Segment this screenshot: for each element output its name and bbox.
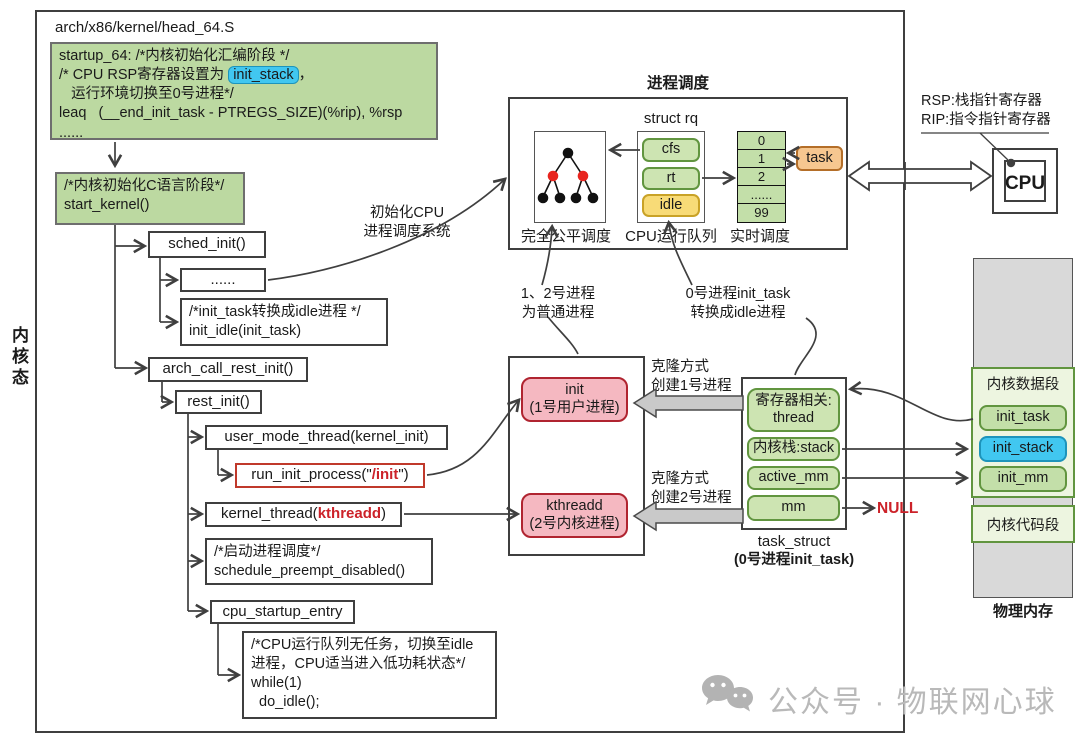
user-mode-thread-box: user_mode_thread(kernel_init)	[205, 425, 448, 450]
init-mm-chip: init_mm	[979, 466, 1067, 492]
mm-field-chip: mm	[747, 495, 840, 521]
queue-cell-99: 99	[737, 203, 786, 223]
idle-label: idle	[659, 196, 683, 213]
queue-cell-0: 0	[737, 131, 786, 151]
init-stack-chip: init_stack	[979, 436, 1067, 462]
init-idle-comment: /*init_task转换成idle进程 */	[189, 304, 361, 320]
asm-line2: /* CPU RSP寄存器设置为 init_stack，	[59, 66, 314, 85]
do-idle-line4: do_idle();	[251, 694, 320, 711]
file-path-title: arch/x86/kernel/head_64.S	[55, 19, 235, 36]
cpu-startup-entry-label: cpu_startup_entry	[222, 602, 343, 620]
wechat-icon	[700, 672, 756, 725]
watermark: 公众号 · 物联网心球	[700, 672, 1057, 725]
user-mode-thread-label: user_mode_thread(kernel_init)	[224, 428, 429, 446]
physical-memory-caption: 物理内存	[992, 603, 1053, 620]
task-chip: task	[796, 146, 843, 171]
schedule-comment: /*启动进程调度*/	[214, 544, 321, 560]
do-idle-box: /*CPU运行队列无任务，切换至idle 进程，CPU适当进入低功耗状态*/ w…	[242, 631, 497, 719]
do-idle-line1: /*CPU运行队列无任务，切换至idle	[251, 637, 474, 653]
kernel-code-segment: 内核代码段	[971, 505, 1075, 543]
cpu-startup-entry-box: cpu_startup_entry	[210, 600, 355, 624]
asm-line1: startup_64: /*内核初始化汇编阶段 */	[59, 48, 290, 64]
asm-line3: 运行环境切换至0号进程*/	[59, 86, 234, 103]
task-struct-caption2: (0号进程init_task)	[733, 552, 855, 568]
queue-cell-2: 2	[737, 167, 786, 187]
struct-rq-label: struct rq	[643, 110, 699, 127]
idle-chip: idle	[642, 194, 700, 217]
kernel-thread-label: kernel_thread(kthreadd)	[220, 505, 387, 523]
run-init-process-box: run_init_process("/init")	[235, 463, 425, 488]
init-task-chip: init_task	[979, 405, 1067, 431]
start-kernel-box: /*内核初始化C语言阶段*/ start_kernel()	[55, 172, 245, 225]
startup64-asm-box: startup_64: /*内核初始化汇编阶段 */ /* CPU RSP寄存器…	[50, 42, 438, 141]
kernel-code-segment-label: 内核代码段	[986, 517, 1060, 534]
kernel-thread-box: kernel_thread(kthreadd)	[205, 502, 402, 527]
arch-call-rest-init-label: arch_call_rest_init()	[162, 360, 294, 378]
thread-field-chip: 寄存器相关:thread	[747, 388, 840, 432]
rest-init-box: rest_init()	[175, 390, 262, 414]
task-label: task	[806, 149, 833, 166]
cfs-chip: cfs	[642, 138, 700, 162]
cfs-sched-label: 完全公平调度	[520, 228, 611, 245]
cpu-label: CPU	[1004, 173, 1046, 194]
init-process-chip: init(1号用户进程)	[521, 377, 628, 422]
active-mm-field-chip: active_mm	[747, 466, 840, 490]
watermark-text: 公众号 · 物联网心球	[768, 685, 1057, 719]
rt-label: rt	[666, 169, 676, 186]
cpu-outer-box	[992, 148, 1058, 214]
do-idle-line3: while(1)	[251, 675, 302, 692]
init-idle-box: /*init_task转换成idle进程 */ init_idle(init_t…	[180, 298, 388, 346]
rsp-label: RSP:栈指针寄存器	[921, 93, 1042, 109]
queue-cell-dots: ......	[737, 185, 786, 205]
kernel-mode-box	[35, 10, 905, 733]
start-kernel-comment: /*内核初始化C语言阶段*/	[64, 178, 225, 194]
queue-cell-1: 1	[737, 149, 786, 169]
arch-call-rest-init-box: arch_call_rest_init()	[148, 357, 308, 382]
kernel-data-segment-label: 内核数据段	[986, 377, 1060, 393]
clone2-annotation: 克隆方式创建2号进程	[651, 471, 732, 507]
asm-line4: leaq (__end_init_task - PTREGS_SIZE)(%ri…	[59, 105, 403, 122]
scheduler-title: 进程调度	[646, 75, 709, 92]
init-idle-call: init_idle(init_task)	[189, 323, 302, 340]
cfs-label: cfs	[661, 141, 681, 158]
rest-init-label: rest_init()	[187, 392, 250, 410]
do-idle-line2: 进程，CPU适当进入低功耗状态*/	[251, 656, 466, 673]
asm-line5: ......	[59, 124, 84, 141]
rt-chip: rt	[642, 167, 700, 190]
stack-field-chip: 内核栈:stack	[747, 437, 840, 461]
kernel-mode-label: 内核态	[9, 326, 28, 389]
sched-init-label: sched_init()	[168, 235, 246, 253]
rt-sched-label: 实时调度	[729, 228, 790, 245]
task-struct-caption: task_struct	[757, 533, 831, 550]
null-label: NULL	[877, 500, 919, 517]
schedule-call: schedule_preempt_disabled()	[214, 563, 406, 580]
normal-procs-annotation: 1、2号进程为普通进程	[520, 286, 596, 322]
cfs-tree-box	[534, 131, 606, 223]
dots-box: ......	[180, 268, 266, 292]
start-kernel-call: start_kernel()	[64, 197, 150, 214]
rip-label: RIP:指令指针寄存器	[921, 112, 1051, 129]
rsp-rip-annotation: RSP:栈指针寄存器 RIP:指令指针寄存器	[921, 92, 1071, 130]
sched-init-box: sched_init()	[148, 231, 266, 258]
schedule-preempt-box: /*启动进程调度*/ schedule_preempt_disabled()	[205, 538, 433, 585]
kthreadd-process-chip: kthreadd(2号内核进程)	[521, 493, 628, 538]
cpu-inner-box: CPU	[1004, 160, 1046, 202]
init-stack-chip-inline: init_stack	[228, 66, 299, 85]
run-init-process-label: run_init_process("/init")	[251, 466, 409, 484]
rq-sched-label: CPU运行队列	[625, 228, 717, 245]
clone1-annotation: 克隆方式创建1号进程	[651, 359, 732, 395]
dots-label: ......	[210, 270, 236, 288]
